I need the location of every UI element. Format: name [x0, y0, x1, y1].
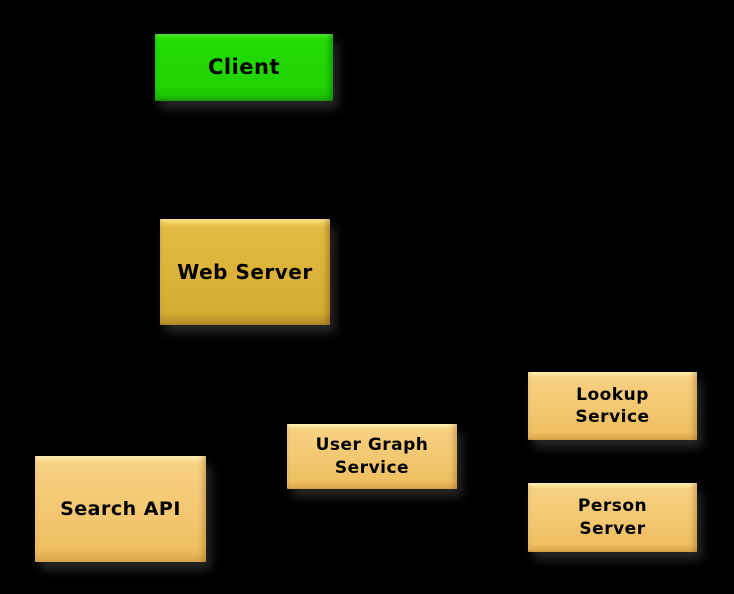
node-search-api-label: Search API — [60, 497, 181, 520]
node-person-server: Person Server — [528, 483, 697, 552]
node-client: Client — [155, 34, 333, 101]
node-user-graph-service-label: User Graph Service — [315, 435, 429, 478]
node-lookup-service-label: Lookup Service — [575, 384, 650, 427]
node-lookup-service: Lookup Service — [528, 372, 697, 440]
node-web-server-label: Web Server — [177, 260, 313, 284]
node-client-label: Client — [207, 54, 281, 79]
node-user-graph-service: User Graph Service — [287, 424, 457, 489]
node-web-server: Web Server — [160, 219, 330, 325]
node-person-server-label: Person Server — [577, 496, 648, 539]
node-search-api: Search API — [35, 456, 206, 562]
